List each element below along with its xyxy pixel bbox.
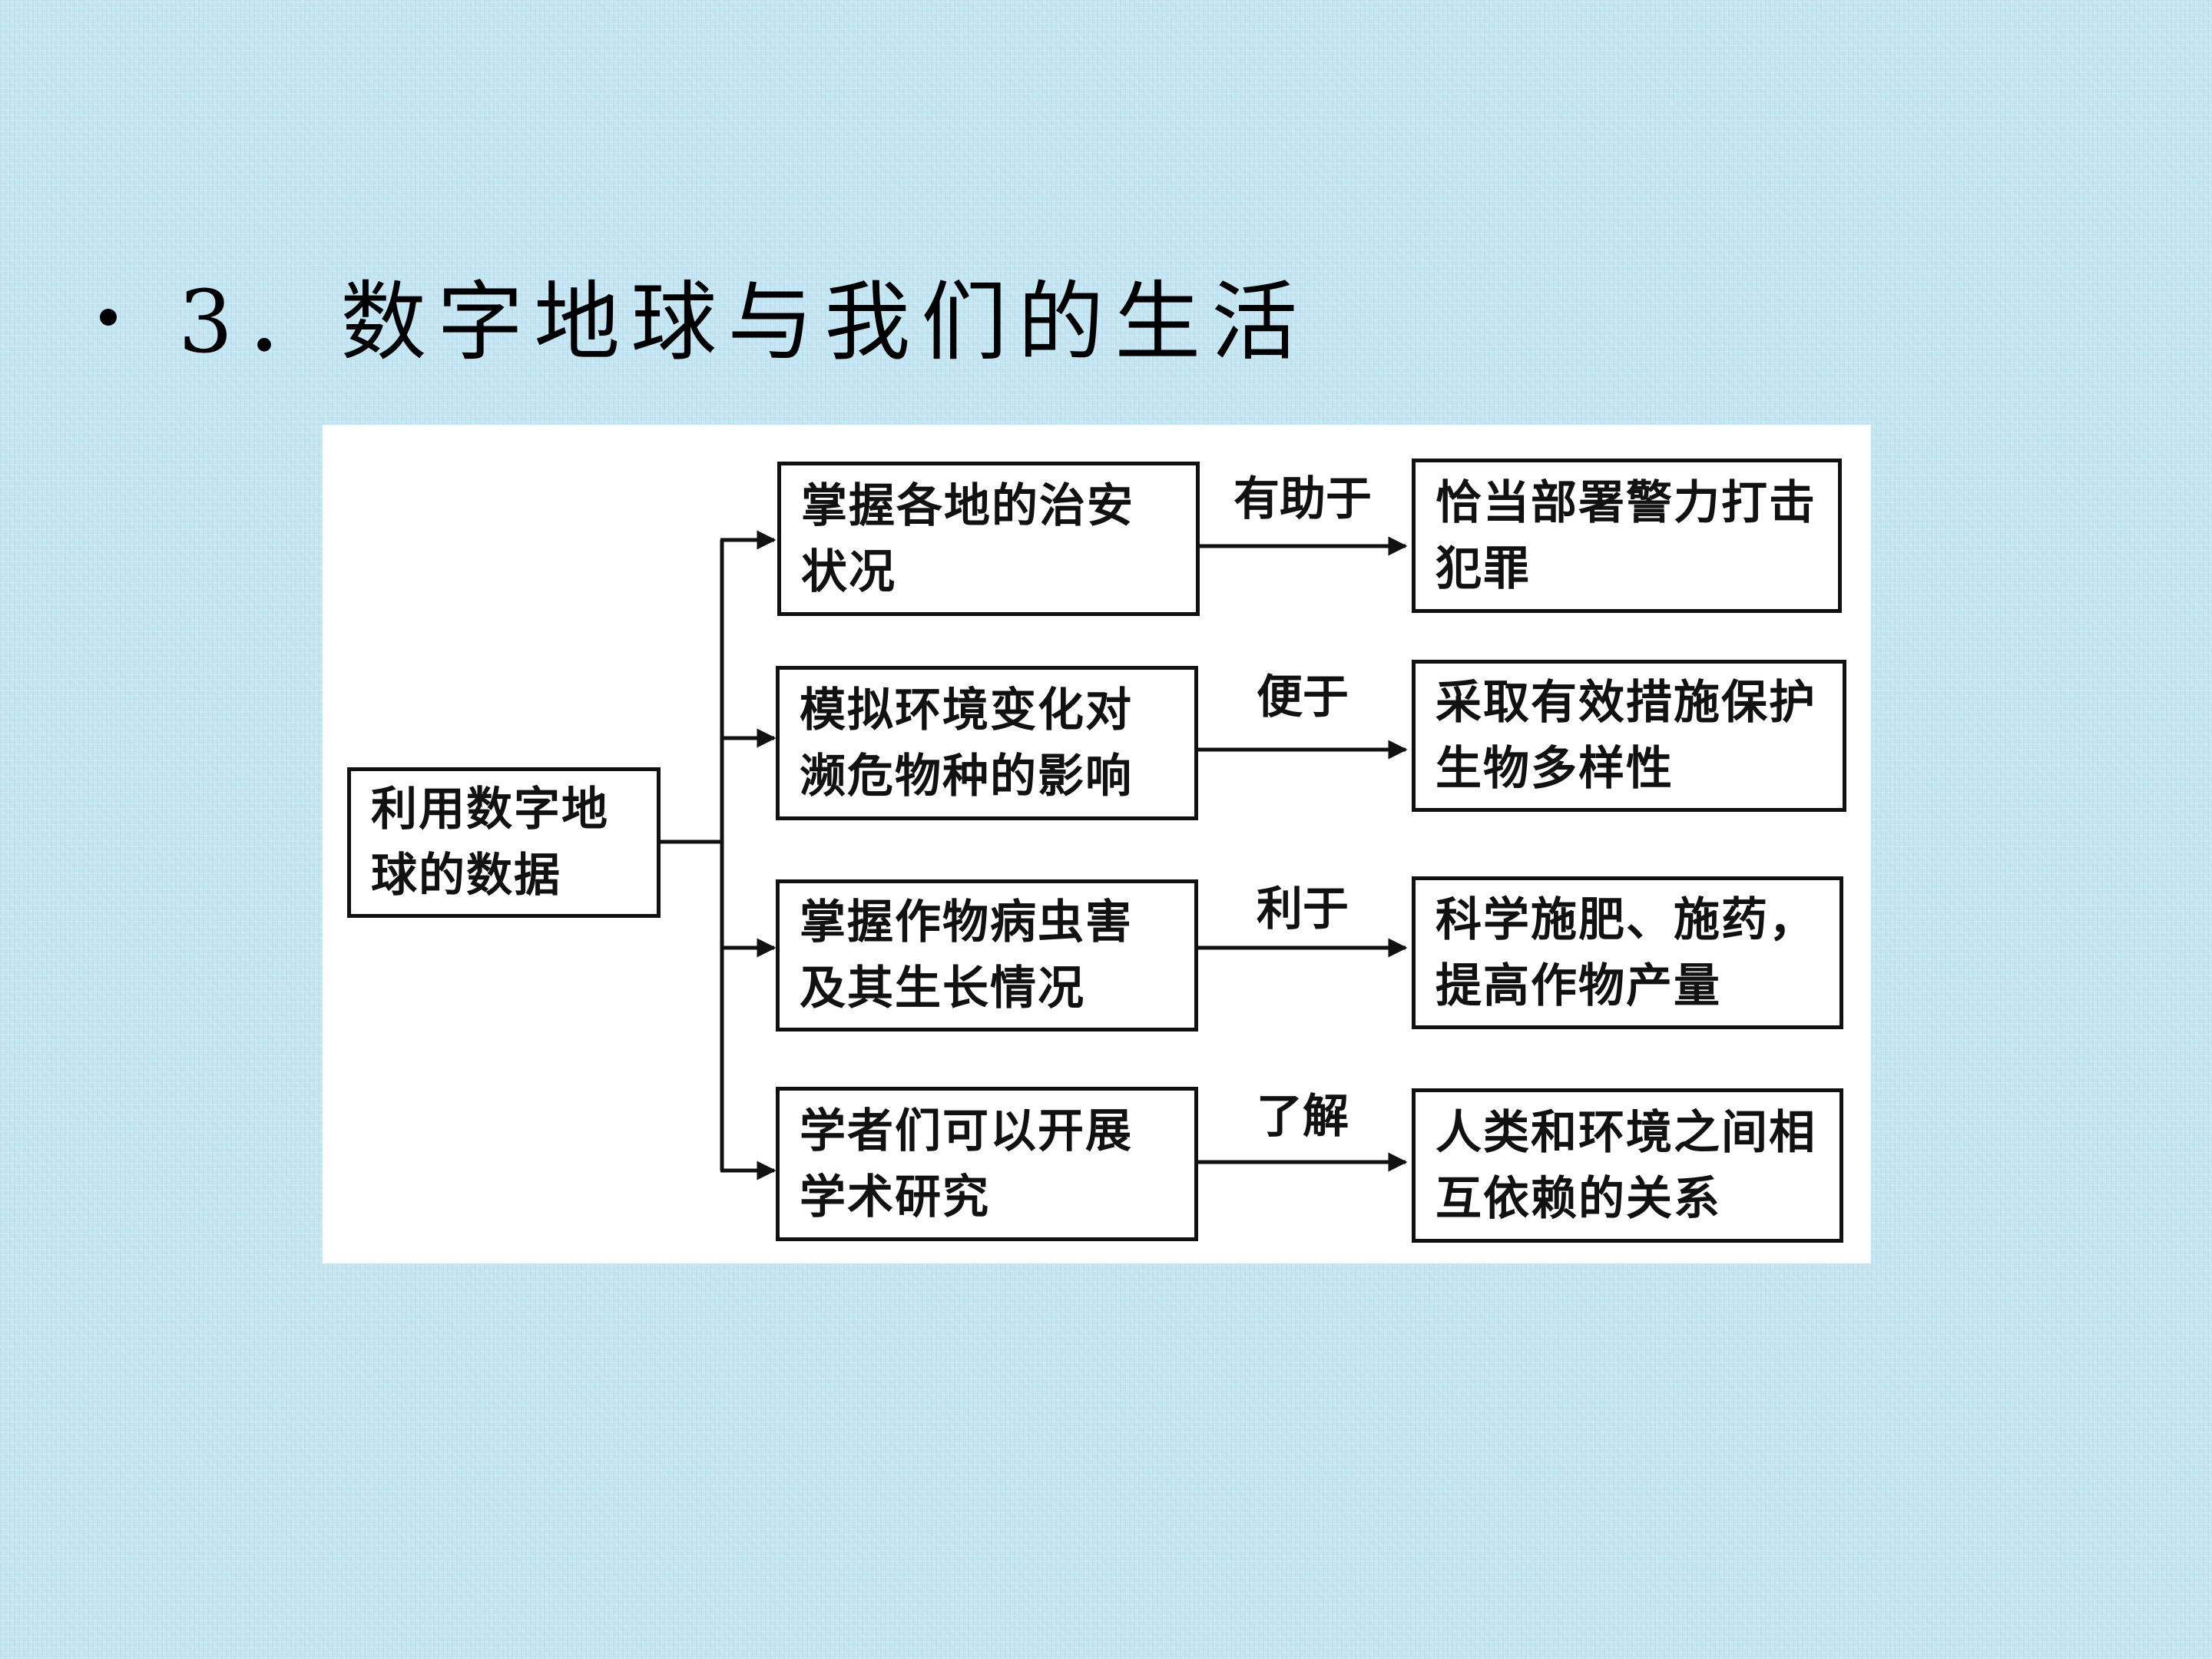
result-box-3: 科学施肥、施药，提高作物产量 — [1412, 876, 1843, 1029]
source-box: 利用数字地球的数据 — [347, 767, 661, 918]
result-box-4: 人类和环境之间相互依赖的关系 — [1412, 1088, 1843, 1243]
result-box-2: 采取有效措施保护生物多样性 — [1412, 660, 1846, 812]
slide-title: 3．数字地球与我们的生活 — [100, 257, 1308, 373]
source-text: 利用数字地球的数据 — [371, 783, 609, 902]
middle-text-3: 掌握作物病虫害及其生长情况 — [800, 896, 1133, 1015]
result-text-1: 恰当部署警力打击犯罪 — [1435, 475, 1816, 596]
result-text-2: 采取有效措施保护生物多样性 — [1435, 676, 1816, 796]
middle-box-2: 模拟环境变化对濒危物种的影响 — [776, 666, 1198, 820]
result-box-1: 恰当部署警力打击犯罪 — [1412, 459, 1842, 613]
middle-box-1: 掌握各地的治安状况 — [777, 462, 1200, 616]
relation-label-3: 利于 — [1257, 882, 1349, 936]
middle-box-3: 掌握作物病虫害及其生长情况 — [776, 879, 1198, 1031]
flow-diagram: 利用数字地球的数据 掌握各地的治安状况 模拟环境变化对濒危物种的影响 掌握作物病… — [323, 425, 1871, 1263]
relation-label-2: 便于 — [1257, 671, 1349, 724]
connector-lines — [661, 530, 1408, 1181]
middle-text-1: 掌握各地的治安状况 — [801, 478, 1134, 599]
slide-title-text: 3．数字地球与我们的生活 — [178, 273, 1309, 373]
result-text-3: 科学施肥、施药，提高作物产量 — [1435, 892, 1816, 1013]
middle-box-4: 学者们可以开展学术研究 — [776, 1087, 1198, 1241]
result-text-4: 人类和环境之间相互依赖的关系 — [1435, 1105, 1816, 1226]
middle-text-2: 模拟环境变化对濒危物种的影响 — [800, 683, 1133, 803]
middle-text-4: 学者们可以开展学术研究 — [800, 1104, 1133, 1224]
bullet-icon — [100, 309, 117, 326]
relation-label-1: 有助于 — [1233, 472, 1372, 526]
relation-label-4: 了解 — [1257, 1090, 1349, 1144]
